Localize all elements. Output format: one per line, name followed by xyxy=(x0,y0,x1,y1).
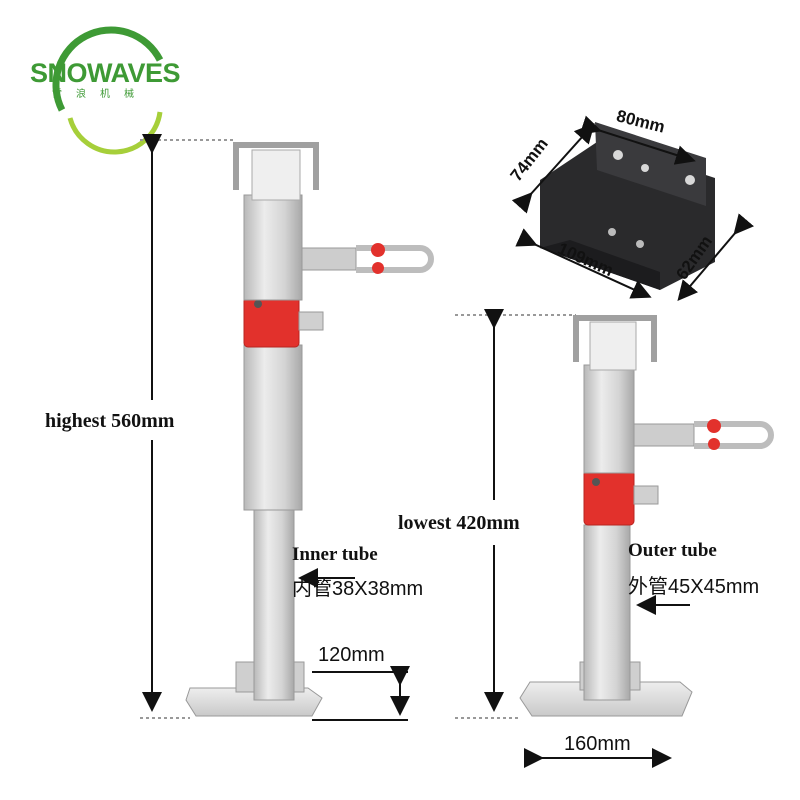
inner-tube-title: Inner tube xyxy=(292,544,378,565)
brand-name: SNOWAVES xyxy=(29,58,181,88)
inner-tube-spec: 内管38X38mm xyxy=(292,578,424,600)
base-width-label: 160mm xyxy=(564,733,631,755)
outer-tube-title: Outer tube xyxy=(628,540,717,561)
highest-height-label: highest 560mm xyxy=(45,410,175,432)
jack-tall xyxy=(185,142,434,717)
outer-tube-spec: 外管45X45mm xyxy=(628,576,760,598)
dimension-lines xyxy=(140,115,754,768)
jack-short xyxy=(519,315,774,717)
lowest-height-label: lowest 420mm xyxy=(398,512,520,534)
base-height-label: 120mm xyxy=(318,644,385,666)
brand-subtitle-cn: 雪浪机械 xyxy=(52,89,148,100)
